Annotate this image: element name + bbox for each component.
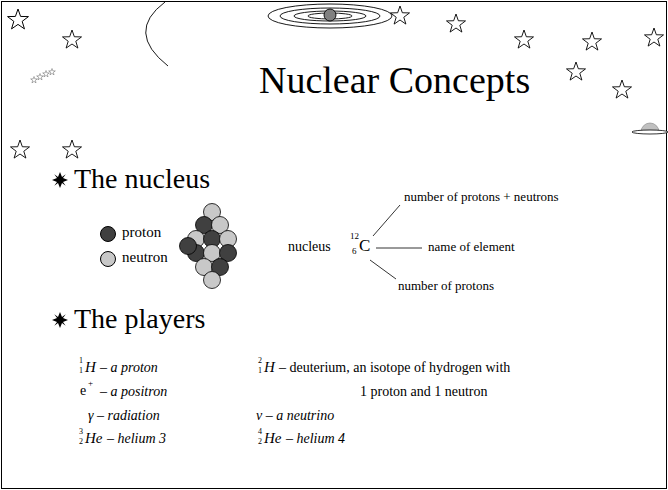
bullet-heading: The players bbox=[74, 304, 205, 335]
particle-description: γ – radiation bbox=[88, 408, 160, 423]
annotation: name of element bbox=[428, 240, 515, 254]
bullet-burst bbox=[52, 312, 68, 328]
nucleus-label: nucleus bbox=[288, 239, 331, 254]
charge-sign: + bbox=[88, 379, 93, 389]
particle-symbol: H bbox=[264, 359, 275, 376]
legend-text: proton bbox=[122, 224, 161, 241]
mass-number: 4 bbox=[258, 428, 262, 437]
nucleus-illustration bbox=[180, 204, 237, 289]
atomic-number: 6 bbox=[352, 247, 357, 257]
leader-lines bbox=[370, 205, 422, 279]
particle-description: – a positron bbox=[100, 384, 167, 399]
mass-number: 3 bbox=[79, 428, 83, 437]
stars bbox=[8, 6, 664, 158]
particle-description: ν – a neutrino bbox=[256, 408, 334, 423]
atomic-number: 2 bbox=[258, 438, 262, 447]
particle-symbol: He bbox=[85, 430, 103, 447]
mass-number: 1 bbox=[79, 357, 83, 366]
atomic-number: 1 bbox=[258, 367, 262, 376]
particle-description: – helium 3 bbox=[107, 431, 166, 446]
particle-description: 1 proton and 1 neutron bbox=[360, 384, 488, 399]
galaxy bbox=[268, 4, 392, 28]
legend-text: neutron bbox=[122, 249, 168, 266]
particle-description: – a proton bbox=[100, 360, 158, 375]
element-symbol: C bbox=[359, 237, 370, 256]
atomic-number: 2 bbox=[79, 438, 83, 447]
annotation: number of protons + neutrons bbox=[404, 190, 559, 204]
planet bbox=[632, 123, 668, 134]
particle-symbol: He bbox=[264, 430, 282, 447]
particle-description: – deuterium, an isotope of hydrogen with bbox=[279, 360, 510, 375]
particle-symbol: e bbox=[80, 383, 86, 398]
slide-title: Nuclear Concepts bbox=[259, 60, 530, 102]
mass-number: 12 bbox=[350, 232, 359, 242]
legend-swatch bbox=[100, 226, 116, 242]
legend-swatch bbox=[100, 251, 116, 267]
annotation: number of protons bbox=[398, 279, 494, 293]
particle-description: – helium 4 bbox=[286, 431, 345, 446]
bullet-burst bbox=[52, 172, 68, 188]
mass-number: 2 bbox=[258, 357, 262, 366]
bullet-heading: The nucleus bbox=[74, 164, 210, 195]
particle-symbol: H bbox=[85, 359, 96, 376]
atomic-number: 1 bbox=[79, 367, 83, 376]
crescent-arc bbox=[146, 2, 168, 66]
